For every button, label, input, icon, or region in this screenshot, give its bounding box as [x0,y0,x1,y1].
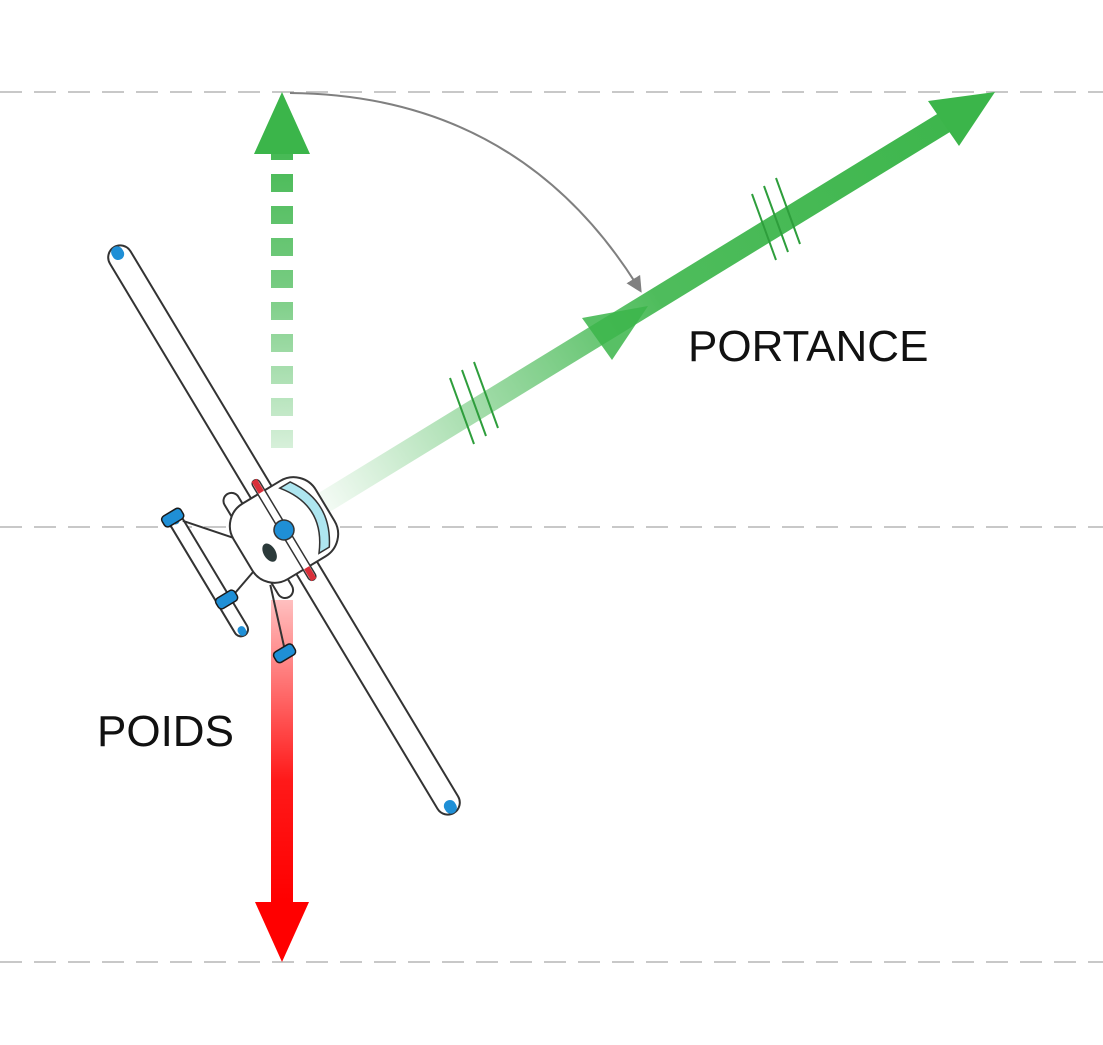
vertical-lift-arrowhead [254,92,310,154]
rotation-arc-icon [289,92,642,293]
equal-length-ticks-upper [751,177,801,261]
portance-label: PORTANCE [688,322,928,371]
equal-length-ticks-lower [449,361,499,445]
poids-label: POIDS [97,707,234,756]
vertical-lift-component [254,92,310,448]
lift-arrowhead [928,92,995,146]
airplane-top-view-icon [107,244,461,816]
lift-vector [314,92,995,515]
weight-vector [255,600,309,962]
weight-arrowhead [255,902,309,962]
lift-mid-arrowhead [582,306,648,360]
